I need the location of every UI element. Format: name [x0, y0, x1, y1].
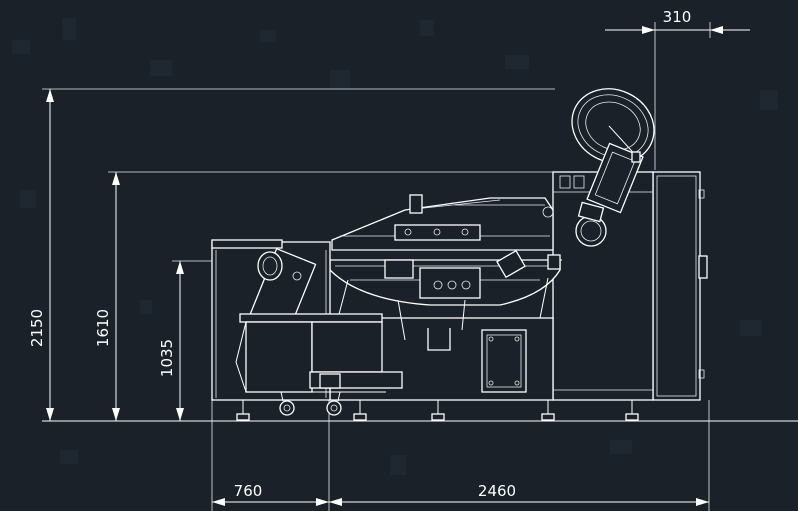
background-pattern	[12, 18, 778, 475]
dimension-label-overall-height: 2150	[28, 309, 46, 347]
loader-arm	[249, 247, 317, 331]
dimension-lid-overhang: 310	[605, 8, 750, 170]
bowl	[328, 249, 562, 319]
foot	[353, 400, 367, 421]
lid-motor-assembly	[571, 88, 655, 247]
dimension-label-lid-overhang: 310	[663, 8, 692, 26]
bowl-lid	[331, 194, 554, 251]
leveling-feet	[236, 400, 639, 421]
foot	[236, 400, 250, 421]
bowl-cutter-machine	[211, 88, 708, 421]
loading-trolley	[235, 313, 403, 416]
dimension-label-loader-width: 760	[234, 482, 263, 500]
dimension-lid-height: 1610	[94, 171, 560, 421]
dimension-overall-height: 2150	[28, 88, 555, 421]
dimension-label-lid-height: 1610	[94, 309, 112, 347]
dimension-label-loading-height: 1035	[158, 339, 176, 377]
dimension-label-machine-length: 2460	[478, 482, 516, 500]
dimension-horizontal-bottom: 760 2460	[211, 400, 710, 511]
foot	[431, 400, 445, 421]
foot	[625, 400, 639, 421]
foot	[541, 400, 555, 421]
